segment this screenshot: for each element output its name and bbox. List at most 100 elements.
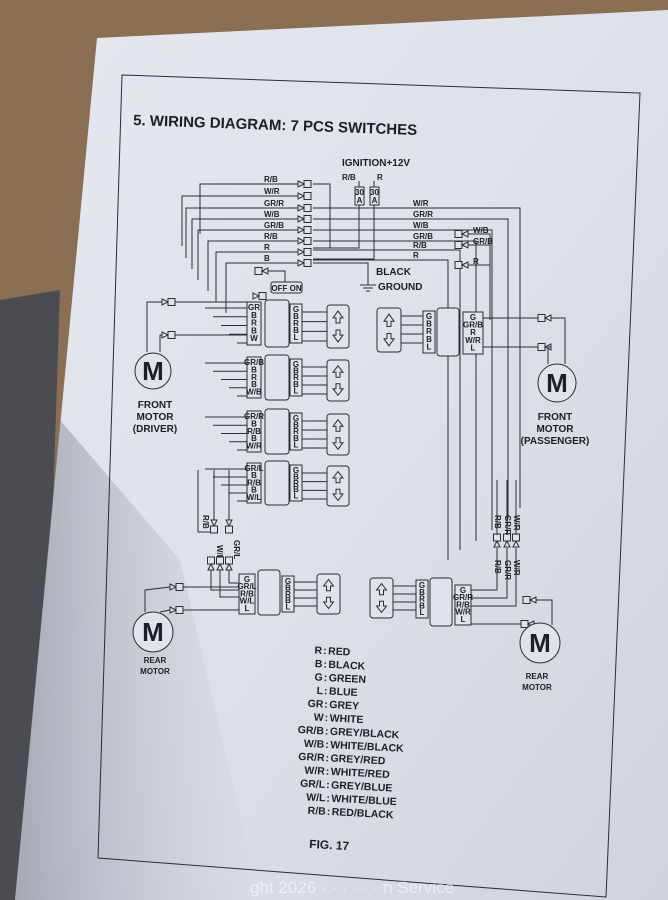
bus-wire <box>207 240 298 291</box>
connector <box>216 556 224 565</box>
wire <box>470 548 498 591</box>
switch-body <box>264 354 290 401</box>
window-switch-rear-left <box>316 573 341 615</box>
ground-label: GROUND <box>378 282 422 293</box>
legend-name: RED <box>328 645 351 658</box>
rear-wire-label: GR/L <box>232 540 241 559</box>
pin-label: L <box>294 492 299 501</box>
pin-label: R <box>285 590 291 599</box>
wire <box>470 548 517 607</box>
wire <box>197 470 213 533</box>
wire <box>547 346 551 364</box>
rear-left-motor <box>132 611 174 653</box>
connector-arrow-icon <box>297 180 306 188</box>
ground-icon <box>360 284 376 292</box>
connector-arrow-icon <box>297 226 306 234</box>
motor-label: FRONT <box>138 400 172 411</box>
switch-module-connector <box>289 412 303 451</box>
legend-colon: : <box>326 779 330 791</box>
pin-label: G <box>244 575 250 584</box>
connector <box>258 292 267 300</box>
arrow-up-icon <box>375 582 388 596</box>
arrow-down-icon <box>331 437 345 451</box>
arrow-down-icon <box>322 596 335 610</box>
legend-code: L <box>316 685 324 697</box>
pin-label: W/R <box>246 442 262 451</box>
switch-body <box>257 569 281 616</box>
ground-black-label: BLACK <box>376 267 412 278</box>
pin-label: G <box>419 581 425 590</box>
right-connector-label: GR/B <box>473 237 493 246</box>
pin-label: B <box>293 367 299 376</box>
arrow-up-icon <box>322 578 335 592</box>
legend-code: GR/B <box>297 724 324 737</box>
master-switch-connector <box>246 301 262 346</box>
legend-name: BLACK <box>328 659 366 673</box>
right-connector-label: R <box>473 257 479 266</box>
pin-label: L <box>294 440 299 449</box>
legend-name: GREY/RED <box>330 753 386 768</box>
pin-label: B <box>251 311 257 320</box>
legend-colon: : <box>324 699 328 711</box>
pin-label: L <box>420 608 425 617</box>
wire <box>228 570 239 584</box>
pin-label: W/B <box>246 388 262 397</box>
wire <box>146 301 162 352</box>
diagram-border <box>97 74 641 898</box>
window-switch-driver-1 <box>326 304 350 349</box>
window-switch-rear-right <box>369 577 394 619</box>
pin-label: W/L <box>240 597 255 606</box>
fuse-rating: 30 <box>370 188 379 197</box>
pin-label: B <box>251 419 257 428</box>
legend-code: GR <box>307 698 324 711</box>
switch-module-connector <box>289 464 303 502</box>
pin-label: R <box>293 427 299 436</box>
bus-connector <box>303 259 312 267</box>
bus-wire <box>313 218 509 519</box>
rear-wire-label: W/L <box>215 545 224 560</box>
wire <box>144 586 171 612</box>
fuse-rating: A <box>372 196 378 205</box>
diagram-content: 5. WIRING DIAGRAM: 7 PCS SWITCHESIGNITIO… <box>132 112 590 853</box>
off-on-switch <box>270 281 303 294</box>
connector <box>493 533 501 542</box>
switch-body <box>264 460 290 506</box>
pin-label: G <box>285 577 291 586</box>
bus-connector <box>303 248 312 256</box>
bus-wire <box>225 262 298 313</box>
motor-symbol: M <box>142 356 164 386</box>
ground-wire <box>313 262 369 285</box>
motor-label: REAR <box>526 672 549 681</box>
bus-connector <box>303 237 312 245</box>
connector-arrow-icon <box>297 248 306 256</box>
bus-wire <box>185 207 298 258</box>
pin-label: B <box>419 601 425 610</box>
motor-label: (PASSENGER) <box>521 436 590 447</box>
legend-name: RED/BLACK <box>331 806 394 821</box>
pin-label: B <box>251 471 257 480</box>
pin-label: R/B <box>456 600 470 609</box>
pin-label: R <box>293 319 299 328</box>
window-switch-driver-2 <box>326 359 350 402</box>
motor-connector <box>175 606 184 614</box>
arrow-down-icon <box>332 329 344 343</box>
wire <box>468 264 491 320</box>
bus-wire-label: GR/B <box>413 232 433 241</box>
switch-module-connector <box>415 579 429 619</box>
arrow-up-icon <box>331 364 345 378</box>
wire <box>470 548 508 599</box>
ignition-wire-right: R <box>377 173 383 182</box>
pin-label: B <box>293 472 299 481</box>
bus-wire-label: GR/B <box>264 221 284 230</box>
pin-label: GR/B <box>244 358 264 367</box>
legend-colon: : <box>323 645 327 657</box>
pin-label: G <box>293 466 299 475</box>
pin-label: GR/R <box>453 593 473 602</box>
bus-wire-label: W/B <box>264 210 280 219</box>
legend-colon: : <box>324 685 328 697</box>
pin-label: B <box>293 485 299 494</box>
window-switch-front-passenger <box>376 307 402 353</box>
connector-arrow-icon <box>493 539 501 548</box>
bus-wire-label: R/B <box>264 232 278 241</box>
master-switch-connector <box>246 462 262 504</box>
